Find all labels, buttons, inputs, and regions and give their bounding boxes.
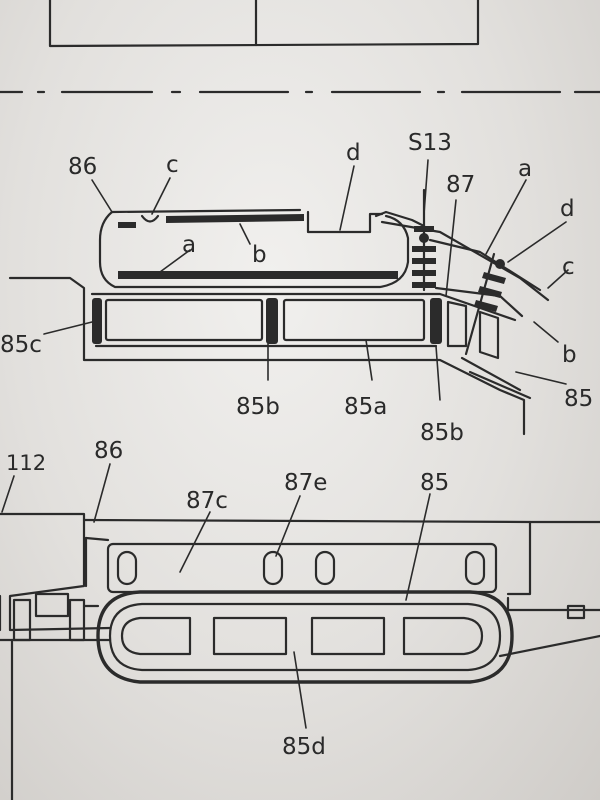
label-85b-left: 85b <box>236 394 280 420</box>
lower-track <box>96 590 514 684</box>
label-112: 112 <box>6 451 46 475</box>
top-frame <box>48 0 480 48</box>
label-a-top: a <box>182 232 196 258</box>
lower-leaders <box>1 463 431 729</box>
label-c-top: c <box>166 152 179 178</box>
label-85c: 85c <box>0 332 42 358</box>
label-86-bottom: 86 <box>94 438 123 464</box>
label-85a: 85a <box>344 394 387 420</box>
right-assembly <box>380 220 550 356</box>
label-85b-right: 85b <box>420 420 464 446</box>
label-87e: 87e <box>284 470 327 496</box>
label-b-top: b <box>252 242 267 268</box>
reference-labels: 86 c d a b S13 87 a d c b 85 85c 85b 85a… <box>0 130 593 760</box>
label-86-top: 86 <box>68 154 97 180</box>
label-87: 87 <box>446 172 475 198</box>
label-85-bottom: 85 <box>420 470 449 496</box>
upper-leaders <box>43 159 569 401</box>
label-85d: 85d <box>282 734 326 760</box>
label-s13: S13 <box>408 130 452 156</box>
label-d-right: d <box>560 196 575 222</box>
label-d-top: d <box>346 140 361 166</box>
label-85-right: 85 <box>564 386 593 412</box>
label-a-right: a <box>518 156 532 182</box>
label-87c: 87c <box>186 488 228 514</box>
upper-body <box>98 208 426 289</box>
label-b-right: b <box>562 342 577 368</box>
label-c-right: c <box>562 254 575 280</box>
left-linkage <box>10 592 100 800</box>
lower-body <box>0 512 600 658</box>
upper-tray <box>8 276 532 436</box>
